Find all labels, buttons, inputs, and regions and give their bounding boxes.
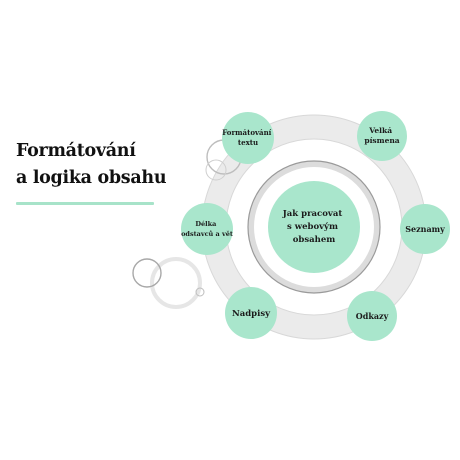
node-velka-pismena[interactable] xyxy=(357,111,407,161)
node-formatovani-textu-line-1: Formátování xyxy=(222,128,271,137)
node-delka-odstavcu-line-1: Délka xyxy=(195,220,217,228)
node-formatovani-textu-line-2: textu xyxy=(238,138,258,147)
node-nadpisy[interactable] xyxy=(225,287,277,339)
node-delka-odstavcu-label: Délka odstavců a vět xyxy=(181,220,233,238)
decor-ring-4 xyxy=(132,258,162,288)
decor-ring-2 xyxy=(205,159,227,181)
decor-ring-3 xyxy=(150,257,202,309)
title-block: Formátování a logika obsahu xyxy=(16,138,167,205)
node-nadpisy-line-1: Nadpisy xyxy=(232,309,271,319)
center-line-3: obsahem xyxy=(293,235,336,245)
node-seznamy-line-1: Seznamy xyxy=(405,224,445,234)
inner-ring-band xyxy=(248,161,380,293)
node-formatovani-textu-label: Formátování textu xyxy=(222,128,274,147)
node-odkazy[interactable] xyxy=(347,291,397,341)
node-velka-pismena-label: Velká písmena xyxy=(364,126,399,145)
inner-ring-edge xyxy=(247,160,381,294)
center-node[interactable] xyxy=(268,181,360,273)
node-seznamy[interactable] xyxy=(400,204,450,254)
node-velka-pismena-line-1: Velká xyxy=(368,126,392,135)
node-formatovani-textu[interactable] xyxy=(222,112,274,164)
node-delka-odstavcu-line-2: odstavců a vět xyxy=(181,229,233,238)
node-odkazy-line-1: Odkazy xyxy=(356,311,389,321)
title-line-1: Formátování xyxy=(16,141,136,161)
node-delka-odstavcu[interactable] xyxy=(181,203,233,255)
node-odkazy-label: Odkazy xyxy=(356,311,389,321)
center-node-label: Jak pracovat s webovým obsahem xyxy=(282,209,346,245)
title-line-2: a logika obsahu xyxy=(16,168,167,188)
node-velka-pismena-line-2: písmena xyxy=(364,136,399,145)
node-seznamy-label: Seznamy xyxy=(405,224,445,234)
node-nadpisy-label: Nadpisy xyxy=(232,309,271,319)
decor-ring-5 xyxy=(195,287,205,297)
center-line-1: Jak pracovat xyxy=(282,209,343,219)
title-underline xyxy=(16,202,154,205)
center-line-2: s webovým xyxy=(287,221,338,232)
